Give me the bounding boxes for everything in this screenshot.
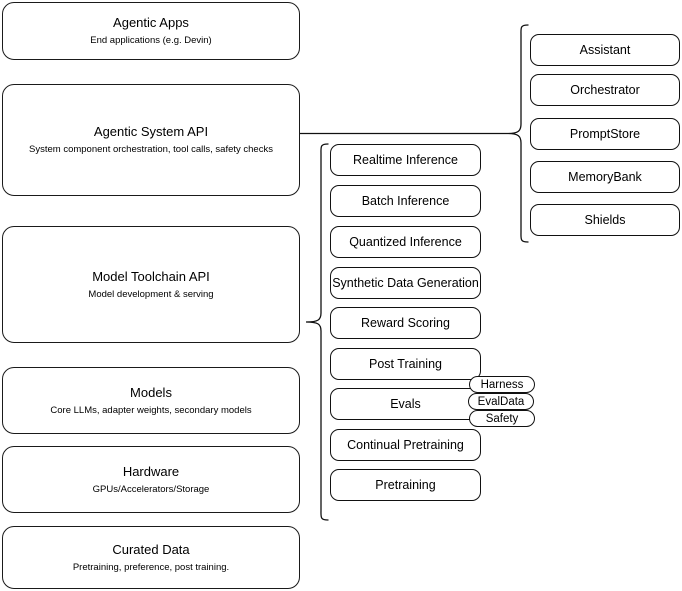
system-component-orchestrator[interactable]: Orchestrator (530, 74, 680, 106)
layer-title: Agentic System API (93, 124, 209, 139)
layer-subtitle: Pretraining, preference, post training. (72, 561, 230, 573)
capability-label: Continual Pretraining (347, 437, 464, 452)
system-component-label: MemoryBank (568, 169, 642, 184)
layer-subtitle: Model development & serving (88, 288, 214, 300)
capability-label: Pretraining (375, 477, 436, 492)
layer-title: Models (130, 384, 172, 400)
system-component-label: Shields (584, 212, 626, 227)
capability-label: Batch Inference (361, 193, 450, 208)
capability-evals[interactable]: Evals (330, 388, 481, 420)
capability-synthetic-data-generation[interactable]: Synthetic Data Generation (330, 267, 481, 299)
capability-quantized-inference[interactable]: Quantized Inference (330, 226, 481, 258)
system-component-label: PromptStore (569, 126, 641, 141)
capability-pretraining[interactable]: Pretraining (330, 469, 481, 501)
capability-continual-pretraining[interactable]: Continual Pretraining (330, 429, 481, 461)
layer-agentic-apps[interactable]: Agentic Apps End applications (e.g. Devi… (2, 2, 300, 60)
layer-title: Curated Data (112, 541, 190, 557)
layer-curated-data[interactable]: Curated Data Pretraining, preference, po… (2, 526, 300, 589)
layer-models[interactable]: Models Core LLMs, adapter weights, secon… (2, 367, 300, 434)
system-component-promptstore[interactable]: PromptStore (530, 118, 680, 150)
layer-subtitle: End applications (e.g. Devin) (90, 35, 212, 46)
evals-subcomponent-label: Safety (485, 412, 519, 425)
layer-subtitle: Core LLMs, adapter weights, secondary mo… (50, 404, 252, 416)
capability-reward-scoring[interactable]: Reward Scoring (330, 307, 481, 339)
system-component-assistant[interactable]: Assistant (530, 34, 680, 66)
toolchain-capabilities-brace (304, 141, 330, 523)
capability-realtime-inference[interactable]: Realtime Inference (330, 144, 481, 176)
system-component-shields[interactable]: Shields (530, 204, 680, 236)
capability-label: Quantized Inference (349, 234, 462, 249)
capability-label: Reward Scoring (361, 315, 450, 330)
layer-model-toolchain-api[interactable]: Model Toolchain API Model development & … (2, 226, 300, 343)
system-component-label: Assistant (579, 42, 631, 57)
evals-subcomponent-harness[interactable]: Harness (469, 376, 535, 393)
layer-agentic-system-api[interactable]: Agentic System API System component orch… (2, 84, 300, 196)
system-component-memorybank[interactable]: MemoryBank (530, 161, 680, 193)
capability-batch-inference[interactable]: Batch Inference (330, 185, 481, 217)
system-component-label: Orchestrator (570, 82, 640, 97)
layer-subtitle: System component orchestration, tool cal… (29, 144, 273, 155)
evals-subcomponent-evaldata[interactable]: EvalData (468, 393, 534, 410)
evals-subcomponent-label: EvalData (477, 395, 525, 408)
evals-subcomponent-label: Harness (480, 378, 524, 391)
capability-label: Post Training (369, 356, 442, 371)
evals-subcomponent-safety[interactable]: Safety (469, 410, 535, 427)
system-components-brace (506, 22, 530, 246)
layer-title: Hardware (122, 463, 180, 479)
system-api-connector-line (300, 126, 512, 142)
capability-label: Synthetic Data Generation (332, 275, 479, 290)
capability-label: Evals (390, 396, 421, 411)
capability-label: Realtime Inference (353, 152, 458, 167)
capability-post-training[interactable]: Post Training (330, 348, 481, 380)
layer-subtitle: GPUs/Accelerators/Storage (92, 483, 210, 495)
layer-title: Model Toolchain API (92, 268, 210, 284)
layer-hardware[interactable]: Hardware GPUs/Accelerators/Storage (2, 446, 300, 513)
layer-title: Agentic Apps (113, 15, 189, 30)
